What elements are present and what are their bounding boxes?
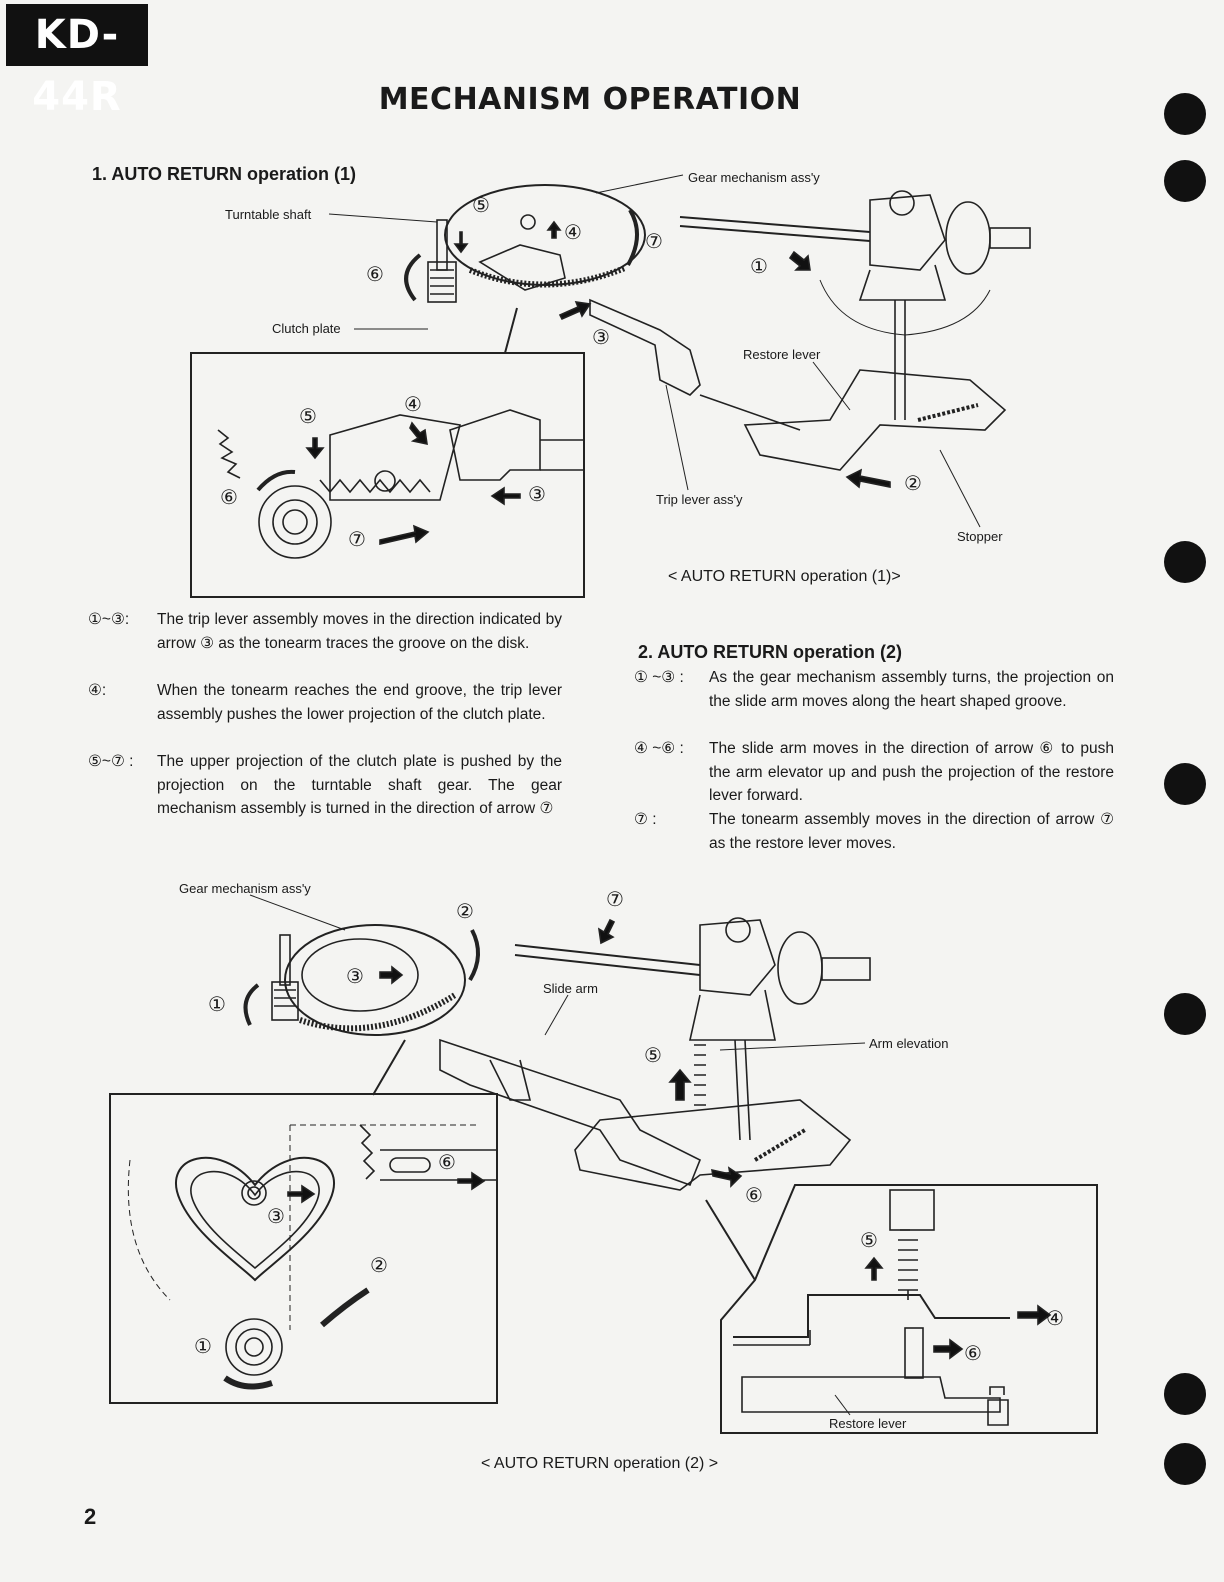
inset-marker-6: ⑥ (220, 487, 238, 509)
item-text: The upper projection of the clutch plate… (157, 753, 562, 817)
marker-6: ⑥ (745, 1185, 763, 1207)
item-number: ④: (88, 682, 107, 699)
caption-auto-return-1: < AUTO RETURN operation (1)> (668, 568, 901, 585)
binder-hole (1164, 763, 1206, 805)
binder-hole (1164, 93, 1206, 135)
label-stopper: Stopper (957, 529, 1003, 544)
inset-marker-7: ⑦ (348, 529, 366, 551)
marker-7: ⑦ (606, 889, 624, 911)
inset-marker-5: ⑤ (299, 406, 317, 428)
marker-2: ② (456, 901, 474, 923)
item-number: ① ~③ : (634, 669, 684, 686)
page-title: MECHANISM OPERATION (378, 82, 802, 117)
auto-return-1-diagram (0, 0, 1224, 600)
marker-4: ④ (564, 222, 582, 244)
item-text: As the gear mechanism assembly turns, th… (709, 669, 1114, 710)
inset-marker-3: ③ (267, 1206, 285, 1228)
auto-return-2-diagram (0, 870, 1224, 1440)
list-item: ④ ~⑥ : The slide arm moves in the direct… (634, 737, 1114, 807)
inset-marker-5: ⑤ (860, 1230, 878, 1252)
inset-marker-6: ⑥ (438, 1152, 456, 1174)
item-text: When the tonearm reaches the end groove,… (157, 682, 562, 723)
binder-hole (1164, 541, 1206, 583)
binder-hole (1164, 160, 1206, 202)
item-number: ④ ~⑥ : (634, 740, 684, 757)
inset-marker-2: ② (370, 1255, 388, 1277)
binder-hole (1164, 1373, 1206, 1415)
marker-5: ⑤ (644, 1045, 662, 1067)
marker-1: ① (750, 256, 768, 278)
page-number: 2 (84, 1504, 97, 1529)
section2-list: ① ~③ : As the gear mechanism assembly tu… (634, 666, 1114, 861)
inset-marker-4: ④ (404, 394, 422, 416)
list-item: ⑤~⑦ : The upper projection of the clutch… (88, 750, 562, 846)
item-text: The slide arm moves in the direction of … (709, 740, 1114, 804)
section1-heading: 1. AUTO RETURN operation (1) (92, 164, 357, 184)
binder-hole (1164, 1443, 1206, 1485)
item-text: The tonearm assembly moves in the direct… (709, 811, 1114, 852)
label-gear-mechanism: Gear mechanism ass'y (688, 170, 820, 185)
label-clutch-plate: Clutch plate (272, 321, 341, 336)
label-slide-arm: Slide arm (543, 981, 598, 996)
label-turntable-shaft: Turntable shaft (225, 207, 312, 222)
marker-3: ③ (592, 327, 610, 349)
item-number: ①~③: (88, 611, 130, 628)
marker-6: ⑥ (366, 264, 384, 286)
marker-5: ⑤ (472, 195, 490, 217)
label-arm-elevation: Arm elevation (869, 1036, 949, 1051)
list-item: ④: When the tonearm reaches the end groo… (88, 679, 562, 749)
label-restore-lever-2: Restore lever (829, 1416, 907, 1431)
list-item: ①~③: The trip lever assembly moves in th… (88, 608, 562, 678)
section2-heading: 2. AUTO RETURN operation (2) (638, 642, 903, 662)
model-tag: KD-44R (6, 4, 148, 120)
section1-list: ①~③: The trip lever assembly moves in th… (88, 608, 562, 848)
label-gear-mechanism-2: Gear mechanism ass'y (179, 881, 311, 896)
item-text: The trip lever assembly moves in the dir… (157, 611, 562, 652)
marker-3: ③ (346, 966, 364, 988)
item-number: ⑤~⑦ : (88, 753, 134, 770)
inset-marker-3: ③ (528, 484, 546, 506)
binder-hole (1164, 993, 1206, 1035)
label-restore-lever: Restore lever (743, 347, 821, 362)
marker-7: ⑦ (645, 231, 663, 253)
list-item: ① ~③ : As the gear mechanism assembly tu… (634, 666, 1114, 736)
inset-marker-1: ① (194, 1336, 212, 1358)
item-number: ⑦ : (634, 811, 657, 828)
list-item: ⑦ : The tonearm assembly moves in the di… (634, 808, 1114, 858)
caption-auto-return-2: < AUTO RETURN operation (2) > (481, 1455, 719, 1472)
marker-2: ② (904, 473, 922, 495)
label-trip-lever: Trip lever ass'y (656, 492, 743, 507)
inset-marker-6: ⑥ (964, 1343, 982, 1365)
marker-1: ① (208, 994, 226, 1016)
inset-marker-4: ④ (1046, 1308, 1064, 1330)
